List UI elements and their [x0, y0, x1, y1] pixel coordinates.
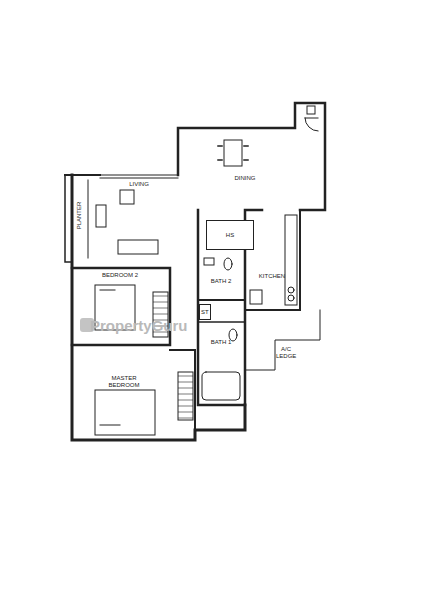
room-label: KITCHEN — [255, 273, 289, 280]
room-label: BATH 1 — [201, 339, 241, 346]
room-label: MASTER BEDROOM — [104, 375, 144, 389]
room-label: HS — [226, 232, 234, 239]
room-box: ST — [199, 304, 211, 320]
room-label: BATH 2 — [201, 278, 241, 285]
room-label: ST — [201, 309, 209, 316]
room-label: A/C LEDGE — [276, 346, 296, 360]
room-label: LIVING — [119, 181, 159, 188]
room-label: PLANTER — [76, 196, 83, 236]
room-label: BEDROOM 2 — [98, 272, 142, 279]
watermark: PropertyGuru — [90, 317, 200, 334]
room-box: HS — [206, 220, 254, 250]
room-label: DINING — [225, 175, 265, 182]
